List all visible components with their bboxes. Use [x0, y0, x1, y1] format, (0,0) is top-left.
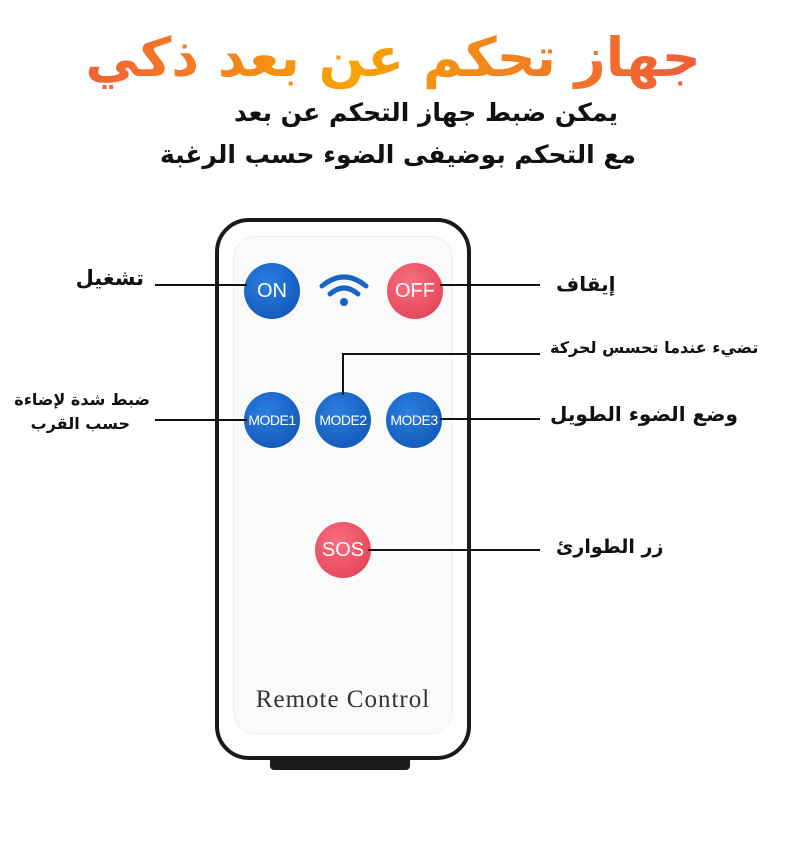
label-mode1-line1: ضبط شدة لإضاءة	[14, 390, 150, 409]
label-mode2: تضيء عندما تحسس لحركة	[550, 338, 759, 357]
callout-line-off	[440, 284, 540, 286]
remote-brand-text: Remote Control	[255, 686, 431, 713]
callout-line-mode2	[342, 353, 540, 355]
mode2-button[interactable]: MODE2	[315, 392, 371, 448]
mode3-button[interactable]: MODE3	[386, 392, 442, 448]
callout-line-mode1	[155, 419, 247, 421]
on-button[interactable]: ON	[244, 263, 300, 319]
subtitle-line-1: يمكن ضبط جهاز التحكم عن بعد	[234, 98, 618, 127]
label-sos: زر الطوارئ	[556, 536, 664, 558]
label-off: إيقاف	[556, 272, 616, 296]
page-title: جهاز تحكم عن بعد ذكي	[0, 18, 786, 98]
off-button[interactable]: OFF	[387, 263, 443, 319]
label-mode3: وضع الضوء الطويل	[550, 402, 738, 426]
label-on: تشغيل	[75, 266, 144, 290]
callout-line-on	[155, 284, 247, 286]
sos-button[interactable]: SOS	[315, 522, 371, 578]
label-mode1-line2: حسب القرب	[30, 414, 130, 433]
remote-face	[233, 236, 453, 734]
wireless-signal-icon	[319, 274, 369, 306]
callout-line-sos	[368, 549, 540, 551]
battery-tab	[270, 758, 410, 770]
callout-line-mode2-vertical	[342, 353, 344, 395]
mode1-button[interactable]: MODE1	[244, 392, 300, 448]
subtitle-line-2: مع التحكم بوضيفى الضوء حسب الرغبة	[159, 140, 636, 169]
callout-line-mode3	[440, 418, 540, 420]
